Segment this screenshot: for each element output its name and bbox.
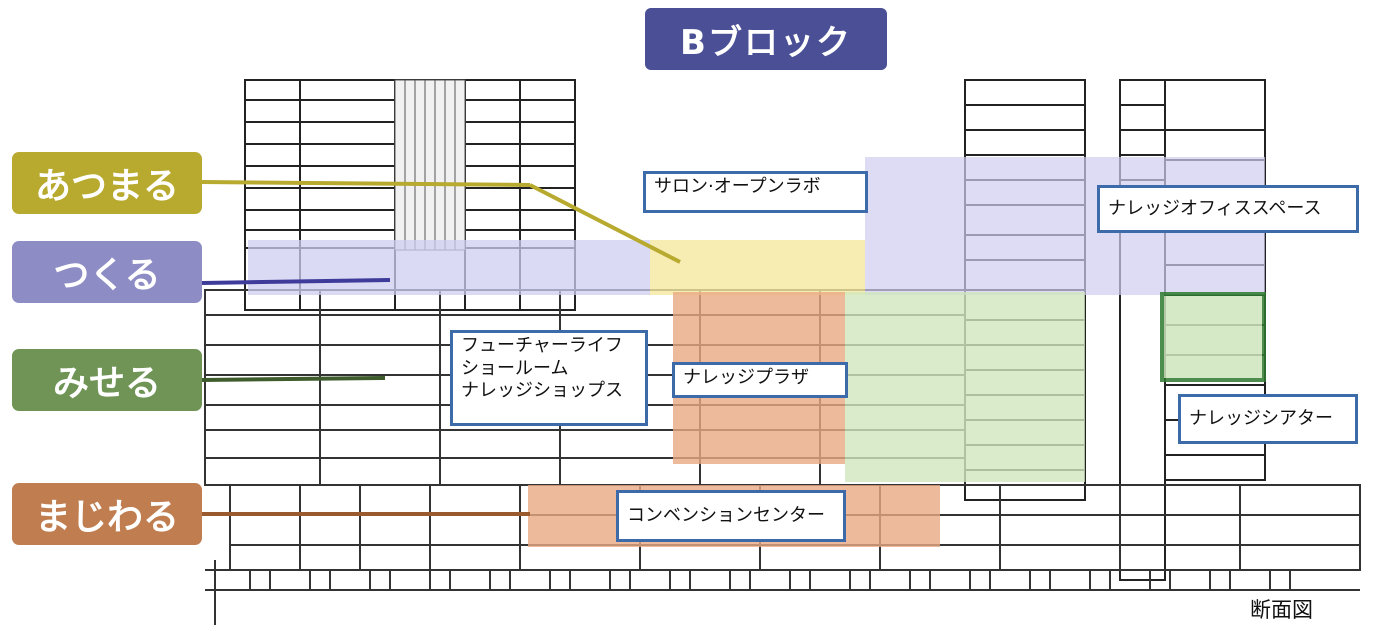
atsumaru-leader-diagonal (529, 183, 681, 264)
atsumaru-zone (650, 240, 865, 295)
block-title: Bブロック (645, 8, 887, 70)
category-tsukuru: つくる (12, 241, 202, 303)
foundation-piles (214, 560, 1291, 625)
miseru-leader-line (201, 376, 386, 382)
category-majiwaru: まじわる (12, 483, 202, 545)
core-shaft (394, 79, 466, 251)
miseru-zone (845, 292, 1085, 482)
label-salon-open-lab: サロン·オープンラボ (643, 171, 868, 213)
future-line-3: ナレッジショップス (461, 380, 623, 401)
atsumaru-leader-line (201, 180, 531, 187)
label-future-life-showroom: フューチャーライフ ショールーム ナレッジショップス (450, 330, 648, 426)
miseru-zone-right (1160, 292, 1266, 382)
future-line-2: ショールーム (461, 357, 569, 379)
tsukuru-leader-line (201, 278, 391, 285)
category-miseru: みせる (12, 349, 202, 411)
label-knowledge-plaza: ナレッジプラザ (672, 362, 848, 398)
section-caption: 断面図 (1250, 598, 1313, 622)
label-knowledge-office-space: ナレッジオフィススペース (1097, 185, 1359, 233)
tsukuru-zone-left (248, 240, 650, 295)
label-convention-center: コンベンションセンター (616, 490, 846, 542)
category-atsumaru: あつまる (12, 152, 202, 214)
label-knowledge-theater: ナレッジシアター (1178, 394, 1358, 444)
future-line-1: フューチャーライフ (461, 335, 623, 356)
